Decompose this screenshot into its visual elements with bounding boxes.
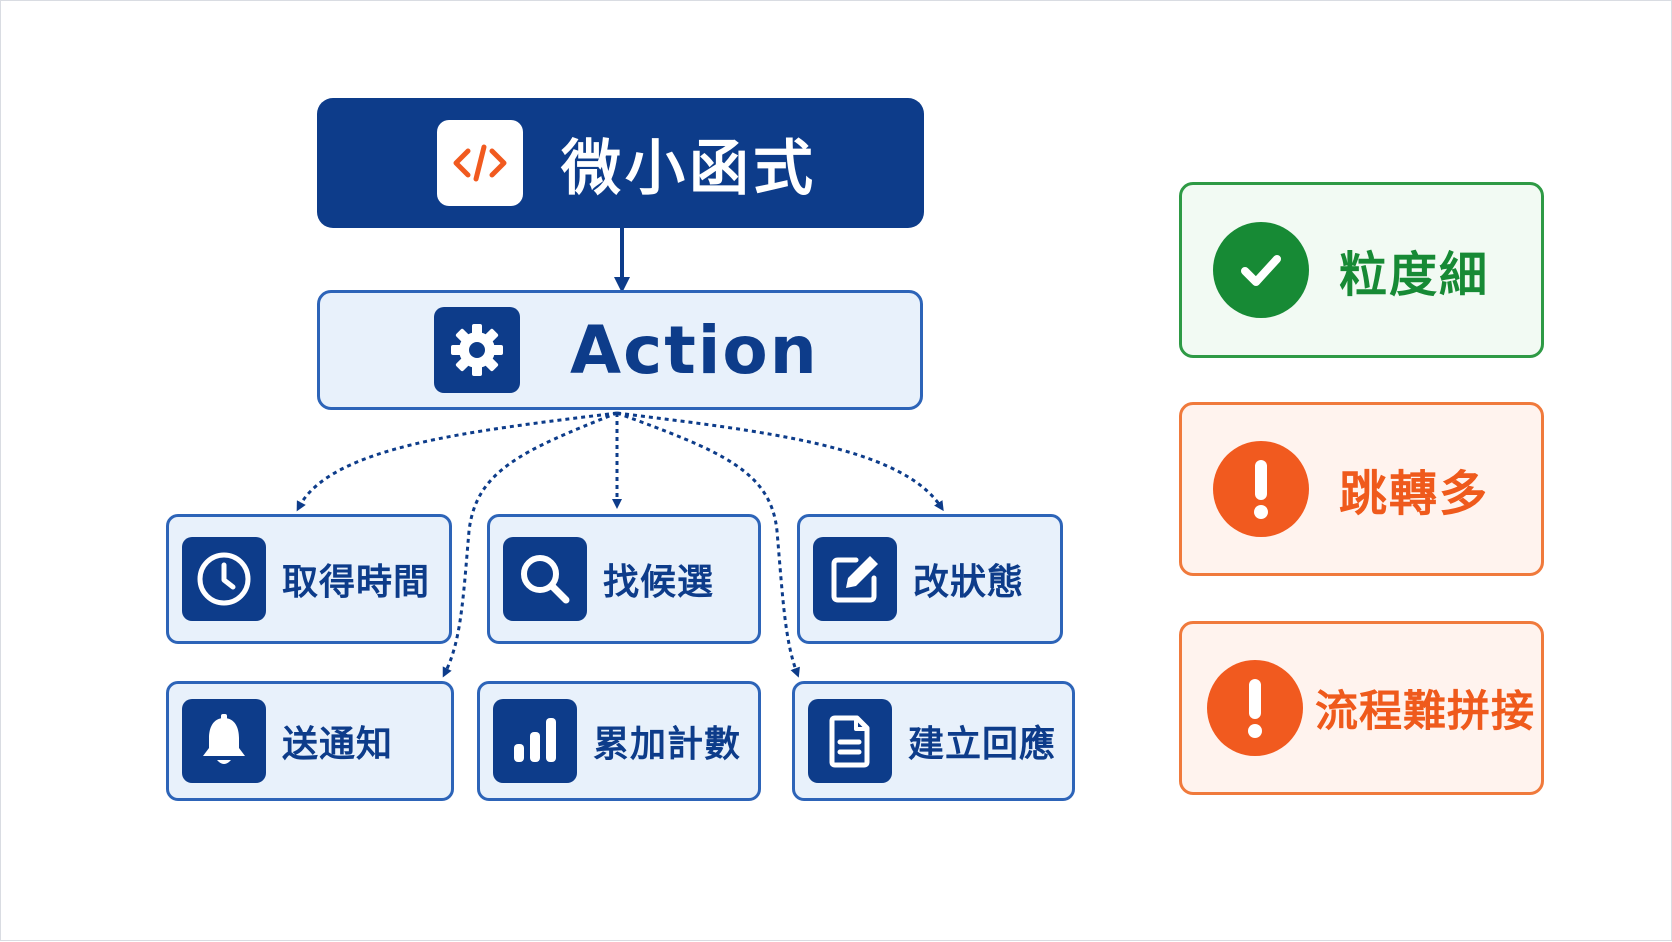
leaf-label: 建立回應 [908,724,1057,765]
status-card-many-jumps: 跳轉多 [1179,402,1544,576]
leaf-node-get-time: 取得時間 [166,514,452,644]
status-card-fine-granularity: 粒度細 [1179,182,1544,358]
edit-icon [813,537,897,621]
connector-to-leaf-4 [442,411,618,678]
action-node-label: Action [570,311,819,389]
exclamation-icon [1207,660,1303,756]
gear-icon [434,307,520,393]
clock-icon [182,537,266,621]
connector-to-leaf-6 [616,411,800,678]
search-icon [503,537,587,621]
leaf-node-change-state: 改狀態 [797,514,1063,644]
bell-icon [182,699,266,783]
connector-to-leaf-3 [616,411,944,512]
leaf-node-find-candidates: 找候選 [487,514,761,644]
root-node: 微小函式 [317,98,924,228]
code-icon [437,120,523,206]
leaf-label: 送通知 [282,724,394,765]
leaf-label: 取得時間 [282,562,431,603]
leaf-label: 改狀態 [913,562,1025,603]
action-node: Action [317,290,923,410]
leaf-node-accumulate-count: 累加計數 [477,681,761,801]
document-icon [808,699,892,783]
root-node-label: 微小函式 [561,133,817,204]
connector-to-leaf-1 [296,411,618,512]
status-label: 粒度細 [1339,247,1490,303]
check-circle-icon [1213,222,1309,318]
bar-chart-icon [493,699,577,783]
leaf-label: 找候選 [603,562,715,603]
status-label: 流程難拼接 [1315,687,1535,737]
status-card-hard-to-compose: 流程難拼接 [1179,621,1544,795]
status-label: 跳轉多 [1339,466,1490,522]
leaf-node-create-response: 建立回應 [792,681,1075,801]
exclamation-icon [1213,441,1309,537]
leaf-label: 累加計數 [593,724,742,765]
leaf-node-send-notification: 送通知 [166,681,454,801]
